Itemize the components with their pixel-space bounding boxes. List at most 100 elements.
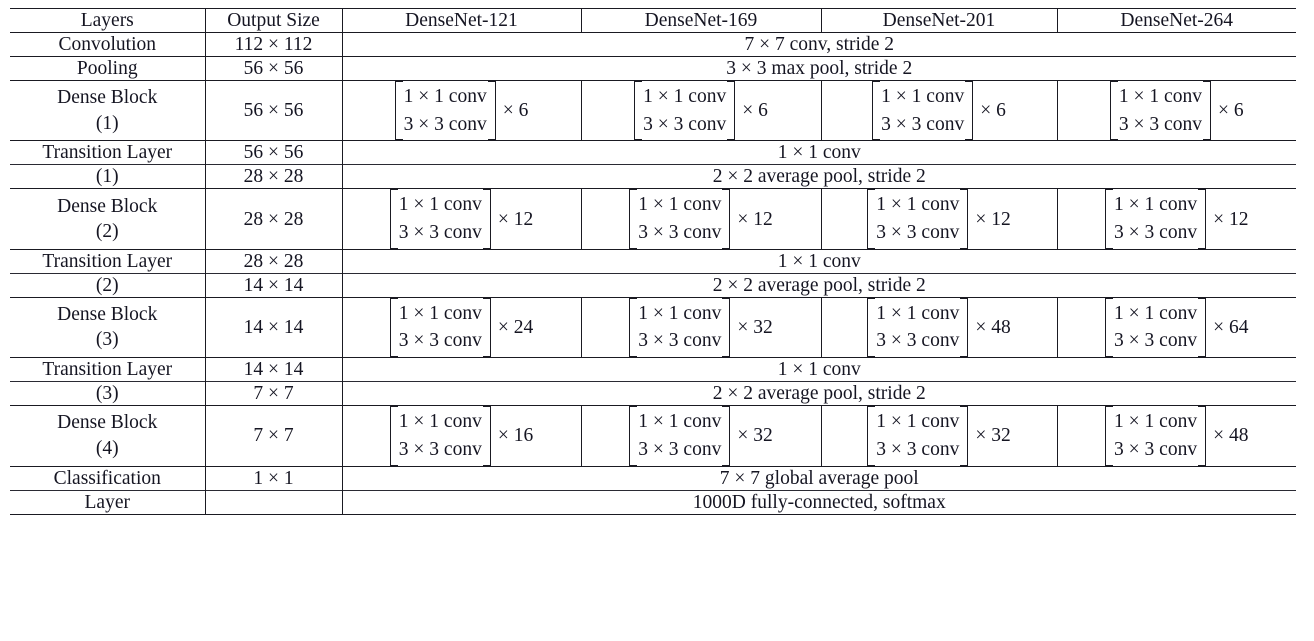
row-label-classification-line2: Layer [10, 490, 206, 514]
conv-bracket: 1 × 1 conv 3 × 3 conv [634, 81, 736, 141]
conv-3x3: 3 × 3 conv [876, 330, 960, 352]
repeat-multiplier: × 6 [1217, 100, 1244, 122]
row-label-transition-layer-2-index: (2) [10, 273, 206, 298]
repeat-multiplier: × 6 [502, 100, 529, 122]
table-row-classification-a: Classification 1 × 1 7 × 7 global averag… [10, 466, 1296, 490]
conv-1x1: 1 × 1 conv [638, 411, 722, 433]
spec-dense-block-3-d201: 1 × 1 conv 3 × 3 conv × 48 [821, 297, 1058, 358]
conv-bracket: 1 × 1 conv 3 × 3 conv [629, 189, 731, 250]
conv-3x3: 3 × 3 conv [876, 438, 960, 460]
spec-classification-b: 1000D fully-connected, softmax [342, 490, 1296, 514]
row-label-line1: Dense Block [57, 412, 158, 434]
repeat-multiplier: × 24 [497, 316, 534, 338]
repeat-multiplier: × 6 [742, 100, 768, 122]
spec-dense-block-3-d169: 1 × 1 conv 3 × 3 conv × 32 [581, 297, 822, 358]
spec-dense-block-3-d264: 1 × 1 conv 3 × 3 conv × 64 [1057, 297, 1296, 358]
output-size-transition-2a: 28 × 28 [205, 249, 343, 274]
densenet-architecture-table: Layers Output Size DenseNet-121 DenseNet… [10, 8, 1296, 515]
spec-dense-block-2-d121: 1 × 1 conv 3 × 3 conv × 12 [342, 188, 582, 250]
spec-dense-block-4-d121: 1 × 1 conv 3 × 3 conv × 16 [342, 405, 582, 466]
header-densenet-201: DenseNet-201 [821, 8, 1058, 33]
row-label-dense-block-2: Dense Block (2) [10, 188, 206, 250]
conv-1x1: 1 × 1 conv [876, 194, 960, 216]
header-output-size: Output Size [205, 8, 343, 33]
conv-1x1: 1 × 1 conv [881, 86, 965, 107]
output-size-convolution: 112 × 112 [205, 32, 343, 57]
output-size-transition-2b: 14 × 14 [205, 273, 343, 298]
conv-3x3: 3 × 3 conv [1118, 113, 1202, 135]
spec-dense-block-4-d264: 1 × 1 conv 3 × 3 conv × 48 [1057, 405, 1296, 466]
repeat-multiplier: × 12 [975, 208, 1011, 230]
spec-transition-3b: 2 × 2 average pool, stride 2 [342, 381, 1296, 406]
conv-1x1: 1 × 1 conv [643, 86, 727, 107]
table-row-transition-layer-2a: Transition Layer 28 × 28 1 × 1 conv [10, 249, 1296, 274]
conv-bracket: 1 × 1 conv 3 × 3 conv [389, 406, 491, 466]
spec-dense-block-4-d169: 1 × 1 conv 3 × 3 conv × 32 [581, 405, 822, 466]
repeat-multiplier: × 32 [737, 316, 773, 338]
row-label-transition-layer-1-index: (1) [10, 164, 206, 189]
conv-bracket: 1 × 1 conv 3 × 3 conv [872, 81, 974, 141]
row-label-dense-block-3: Dense Block (3) [10, 297, 206, 358]
architecture-table-container: Layers Output Size DenseNet-121 DenseNet… [10, 8, 1296, 515]
conv-3x3: 3 × 3 conv [398, 438, 482, 460]
conv-3x3: 3 × 3 conv [638, 438, 722, 460]
repeat-multiplier: × 16 [497, 425, 534, 447]
row-label-transition-layer-3-index: (3) [10, 381, 206, 406]
conv-bracket: 1 × 1 conv 3 × 3 conv [1105, 297, 1207, 358]
row-label-classification: Classification [10, 466, 206, 490]
conv-3x3: 3 × 3 conv [876, 222, 960, 244]
conv-3x3: 3 × 3 conv [403, 113, 487, 135]
conv-3x3: 3 × 3 conv [881, 113, 965, 135]
table-header-row: Layers Output Size DenseNet-121 DenseNet… [10, 8, 1296, 33]
output-size-dense-block-4: 7 × 7 [205, 405, 343, 466]
conv-3x3: 3 × 3 conv [1114, 330, 1198, 352]
conv-bracket: 1 × 1 conv 3 × 3 conv [394, 81, 496, 141]
header-densenet-121: DenseNet-121 [342, 8, 582, 33]
table-row-convolution: Convolution 112 × 112 7 × 7 conv, stride… [10, 32, 1296, 57]
table-row-transition-layer-2b: (2) 14 × 14 2 × 2 average pool, stride 2 [10, 273, 1296, 298]
repeat-multiplier: × 64 [1213, 316, 1249, 338]
table-row-dense-block-4: Dense Block (4) 7 × 7 1 × 1 conv 3 × 3 c… [10, 405, 1296, 466]
table-row-pooling: Pooling 56 × 56 3 × 3 max pool, stride 2 [10, 56, 1296, 81]
conv-1x1: 1 × 1 conv [403, 86, 487, 107]
row-label-dense-block-4: Dense Block (4) [10, 405, 206, 466]
spec-dense-block-4-d201: 1 × 1 conv 3 × 3 conv × 32 [821, 405, 1058, 466]
output-size-classification-a: 1 × 1 [205, 466, 343, 490]
row-label-pooling: Pooling [10, 56, 206, 81]
conv-bracket: 1 × 1 conv 3 × 3 conv [389, 297, 491, 358]
table-row-dense-block-2: Dense Block (2) 28 × 28 1 × 1 conv 3 × 3… [10, 188, 1296, 250]
repeat-multiplier: × 32 [975, 425, 1011, 447]
conv-3x3: 3 × 3 conv [1114, 222, 1198, 244]
row-label-transition-layer-1: Transition Layer [10, 140, 206, 165]
table-row-classification-b: Layer 1000D fully-connected, softmax [10, 490, 1296, 514]
row-label-line1: Dense Block [57, 87, 158, 109]
conv-bracket: 1 × 1 conv 3 × 3 conv [867, 406, 969, 466]
conv-bracket: 1 × 1 conv 3 × 3 conv [1109, 81, 1211, 141]
spec-pooling: 3 × 3 max pool, stride 2 [342, 56, 1296, 81]
conv-3x3: 3 × 3 conv [638, 330, 722, 352]
table-row-transition-layer-3a: Transition Layer 14 × 14 1 × 1 conv [10, 357, 1296, 382]
row-label-transition-layer-3: Transition Layer [10, 357, 206, 382]
repeat-multiplier: × 12 [497, 208, 534, 230]
table-row-dense-block-1: Dense Block (1) 56 × 56 1 × 1 conv 3 × 3… [10, 80, 1296, 141]
output-size-pooling: 56 × 56 [205, 56, 343, 81]
repeat-multiplier: × 12 [1213, 208, 1249, 230]
row-label-line2: (1) [95, 112, 119, 134]
output-size-dense-block-3: 14 × 14 [205, 297, 343, 358]
conv-3x3: 3 × 3 conv [643, 113, 727, 135]
spec-dense-block-1-d264: 1 × 1 conv 3 × 3 conv × 6 [1057, 80, 1296, 141]
conv-1x1: 1 × 1 conv [398, 302, 482, 324]
row-label-dense-block-1: Dense Block (1) [10, 80, 206, 141]
output-size-transition-3a: 14 × 14 [205, 357, 343, 382]
conv-1x1: 1 × 1 conv [876, 302, 960, 324]
conv-bracket: 1 × 1 conv 3 × 3 conv [1105, 406, 1207, 466]
conv-1x1: 1 × 1 conv [1114, 411, 1198, 433]
table-row-transition-layer-1a: Transition Layer 56 × 56 1 × 1 conv [10, 140, 1296, 165]
spec-dense-block-2-d169: 1 × 1 conv 3 × 3 conv × 12 [581, 188, 822, 250]
conv-1x1: 1 × 1 conv [398, 194, 482, 216]
conv-1x1: 1 × 1 conv [1114, 302, 1198, 324]
conv-bracket: 1 × 1 conv 3 × 3 conv [867, 297, 969, 358]
spec-transition-1a: 1 × 1 conv [342, 140, 1296, 165]
repeat-multiplier: × 32 [737, 425, 773, 447]
spec-transition-2a: 1 × 1 conv [342, 249, 1296, 274]
